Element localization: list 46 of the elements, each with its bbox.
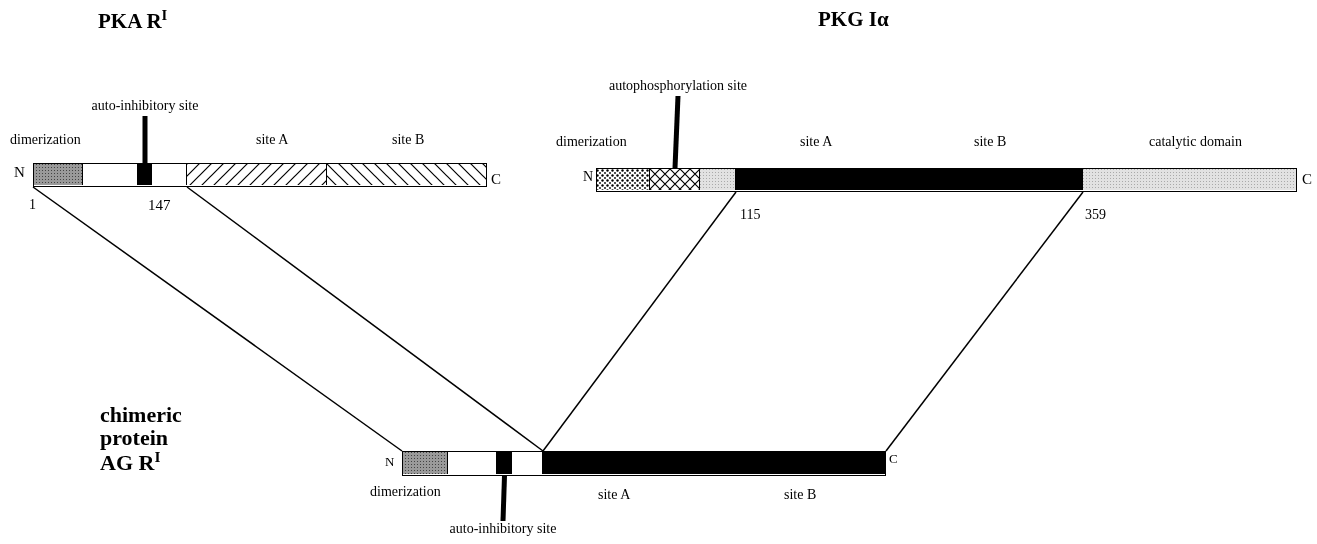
- leader-line: [500, 475, 507, 522]
- diagram-label: 1: [29, 198, 36, 213]
- mapping-line: [32, 186, 403, 452]
- protein-name: chimeric protein AG R$^{I}$: [100, 403, 183, 475]
- domain-segment: [326, 164, 486, 185]
- diagram-label: C: [889, 452, 898, 466]
- site-label: autophosphorylation site: [598, 78, 758, 94]
- site-label: auto-inhibitory site: [85, 98, 205, 114]
- diagram-label: dimerization: [10, 133, 81, 148]
- domain-segment: [186, 164, 327, 185]
- domain-segment: [542, 452, 885, 474]
- diagram-label: 147: [148, 198, 171, 214]
- diagram-label: site A: [800, 135, 833, 150]
- domain-segment: [699, 169, 736, 190]
- diagram-label: site B: [392, 133, 425, 148]
- protein-name: PKA R$^{I}$: [98, 8, 168, 33]
- mapping-line: [186, 186, 544, 452]
- leader-line: [672, 95, 681, 169]
- domain-segment: [597, 169, 650, 190]
- diagram-label: 115: [740, 208, 761, 223]
- domain-segment: [34, 164, 83, 185]
- diagram-label: N: [583, 170, 594, 185]
- diagram-label: catalytic domain: [1149, 135, 1242, 150]
- diagram-label: 359: [1085, 208, 1106, 223]
- diagram-label: site B: [974, 135, 1007, 150]
- domain-segment: [735, 169, 1083, 190]
- diagram-label: N: [385, 455, 395, 469]
- diagram-label: dimerization: [556, 135, 627, 150]
- protein-bar: [596, 168, 1297, 192]
- domain-segment: [1082, 169, 1296, 190]
- leader-line: [142, 116, 148, 163]
- domain-segment: [649, 169, 700, 190]
- mapping-line: [885, 191, 1084, 452]
- site-label: auto-inhibitory site: [443, 521, 563, 537]
- protein-name: PKG Iα: [818, 8, 889, 31]
- diagram-label: C: [491, 172, 501, 188]
- protein-bar: [33, 163, 487, 187]
- diagram-label: site A: [256, 133, 289, 148]
- diagram-label: C: [1302, 172, 1312, 188]
- protein-bar: [402, 451, 886, 476]
- diagram-label: site B: [784, 488, 817, 503]
- diagram-label: site A: [598, 488, 631, 503]
- mapping-line: [542, 191, 737, 452]
- domain-segment: [403, 452, 448, 474]
- diagram-label: dimerization: [370, 485, 441, 500]
- diagram-label: N: [14, 165, 25, 181]
